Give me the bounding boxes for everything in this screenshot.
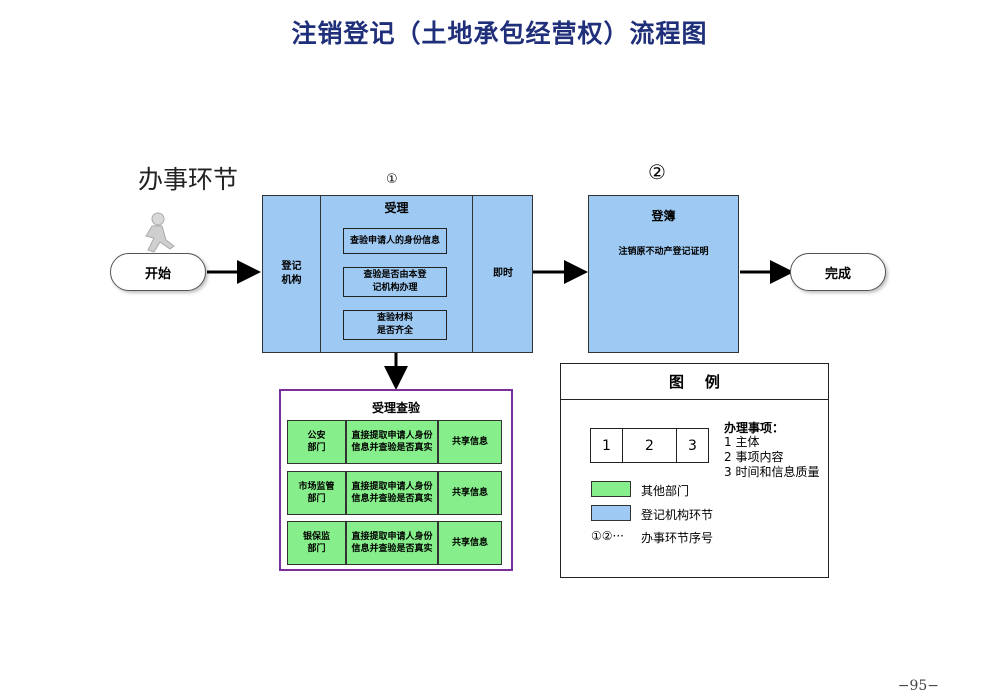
legend-items-title: 办理事项： — [724, 421, 785, 435]
legend-divider — [560, 399, 829, 400]
runner-icon — [145, 212, 175, 253]
legend-reg-org: 登记机构环节 — [641, 508, 714, 522]
step1-org: 登记 机构 — [281, 261, 302, 286]
page-number: −95− — [897, 678, 939, 694]
verify-row3-action: 直接提取申请人身份 信息并查验是否真实 — [346, 521, 438, 565]
step1-timing: 即时 — [493, 268, 513, 279]
end-node: 完成 — [790, 253, 886, 291]
step1-divider-left — [320, 195, 321, 353]
verify-row2-action: 直接提取申请人身份 信息并查验是否真实 — [346, 471, 438, 515]
verify-row3-dept: 银保监 部门 — [287, 521, 346, 565]
step1-item-1: 查验申请人的身份信息 — [343, 228, 447, 254]
step1-number: ① — [386, 172, 398, 187]
verify-row2-method: 共享信息 — [438, 471, 502, 515]
legend-seq-label: 办事环节序号 — [641, 531, 714, 545]
step1-item-3: 查验材料 是否齐全 — [343, 310, 447, 340]
legend-other-dept: 其他部门 — [641, 484, 690, 498]
legend-item-3: 3 时间和信息质量 — [724, 465, 820, 479]
step2-content: 注销原不动产登记证明 — [618, 247, 709, 257]
verify-title: 受理查验 — [371, 400, 420, 415]
step1-item-2: 查验是否由本登 记机构办理 — [343, 267, 447, 297]
legend-box-2: 2 — [622, 428, 677, 463]
verify-row3-method: 共享信息 — [438, 521, 502, 565]
step2-header: 登簿 — [651, 208, 676, 223]
step1-header: 受理 — [384, 200, 409, 215]
legend-green-swatch — [591, 481, 631, 497]
legend-box — [560, 363, 829, 578]
step2-number: ② — [648, 160, 666, 184]
legend-item-2: 2 事项内容 — [724, 450, 784, 464]
legend-item-1: 1 主体 — [724, 435, 760, 449]
step2-box — [588, 195, 739, 353]
legend-box-3: 3 — [676, 428, 709, 463]
section-label: 办事环节 — [138, 165, 239, 194]
legend-blue-swatch — [591, 505, 631, 521]
legend-title: 图 例 — [669, 372, 720, 391]
legend-box-1: 1 — [590, 428, 623, 463]
start-node: 开始 — [110, 253, 206, 291]
step1-divider-right — [472, 195, 473, 353]
verify-row2-dept: 市场监管 部门 — [287, 471, 346, 515]
verify-row1-action: 直接提取申请人身份 信息并查验是否真实 — [346, 420, 438, 464]
page-title: 注销登记（土地承包经营权）流程图 — [291, 19, 708, 48]
verify-row1-method: 共享信息 — [438, 420, 502, 464]
legend-seq-symbol: ①②··· — [591, 529, 624, 543]
verify-row1-dept: 公安 部门 — [287, 420, 346, 464]
